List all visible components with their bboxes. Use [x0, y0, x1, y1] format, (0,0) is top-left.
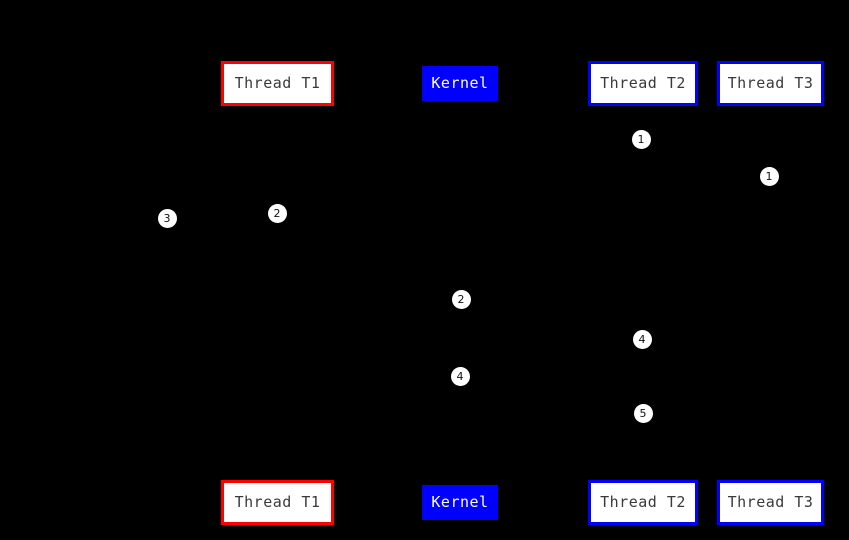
message-arrow-3	[277, 376, 460, 377]
participant-kernel-bottom[interactable]: Kernel	[422, 485, 498, 520]
step-marker: 1	[759, 166, 779, 186]
step-marker: 3	[157, 208, 177, 228]
participant-thread-t1-bottom[interactable]: Thread T1	[221, 480, 334, 525]
participant-kernel-top[interactable]: Kernel	[422, 66, 498, 101]
step-marker: 5	[633, 403, 653, 423]
step-marker: 4	[450, 366, 470, 386]
lifeline-thread-t3	[770, 106, 771, 480]
step-marker: 4	[632, 329, 652, 349]
message-arrow-2	[277, 299, 460, 300]
step-marker: 2	[267, 203, 287, 223]
participant-thread-t1-top[interactable]: Thread T1	[221, 61, 334, 106]
lifeline-thread-t1	[277, 106, 278, 480]
participant-thread-t2-bottom[interactable]: Thread T2	[588, 480, 698, 525]
participant-thread-t3-top[interactable]: Thread T3	[717, 61, 824, 106]
participant-thread-t3-bottom[interactable]: Thread T3	[717, 480, 824, 525]
step-marker: 2	[451, 289, 471, 309]
message-arrow-1	[167, 218, 277, 219]
lifeline-thread-t2	[643, 106, 644, 480]
step-marker: 1	[631, 129, 651, 149]
participant-thread-t2-top[interactable]: Thread T2	[588, 61, 698, 106]
